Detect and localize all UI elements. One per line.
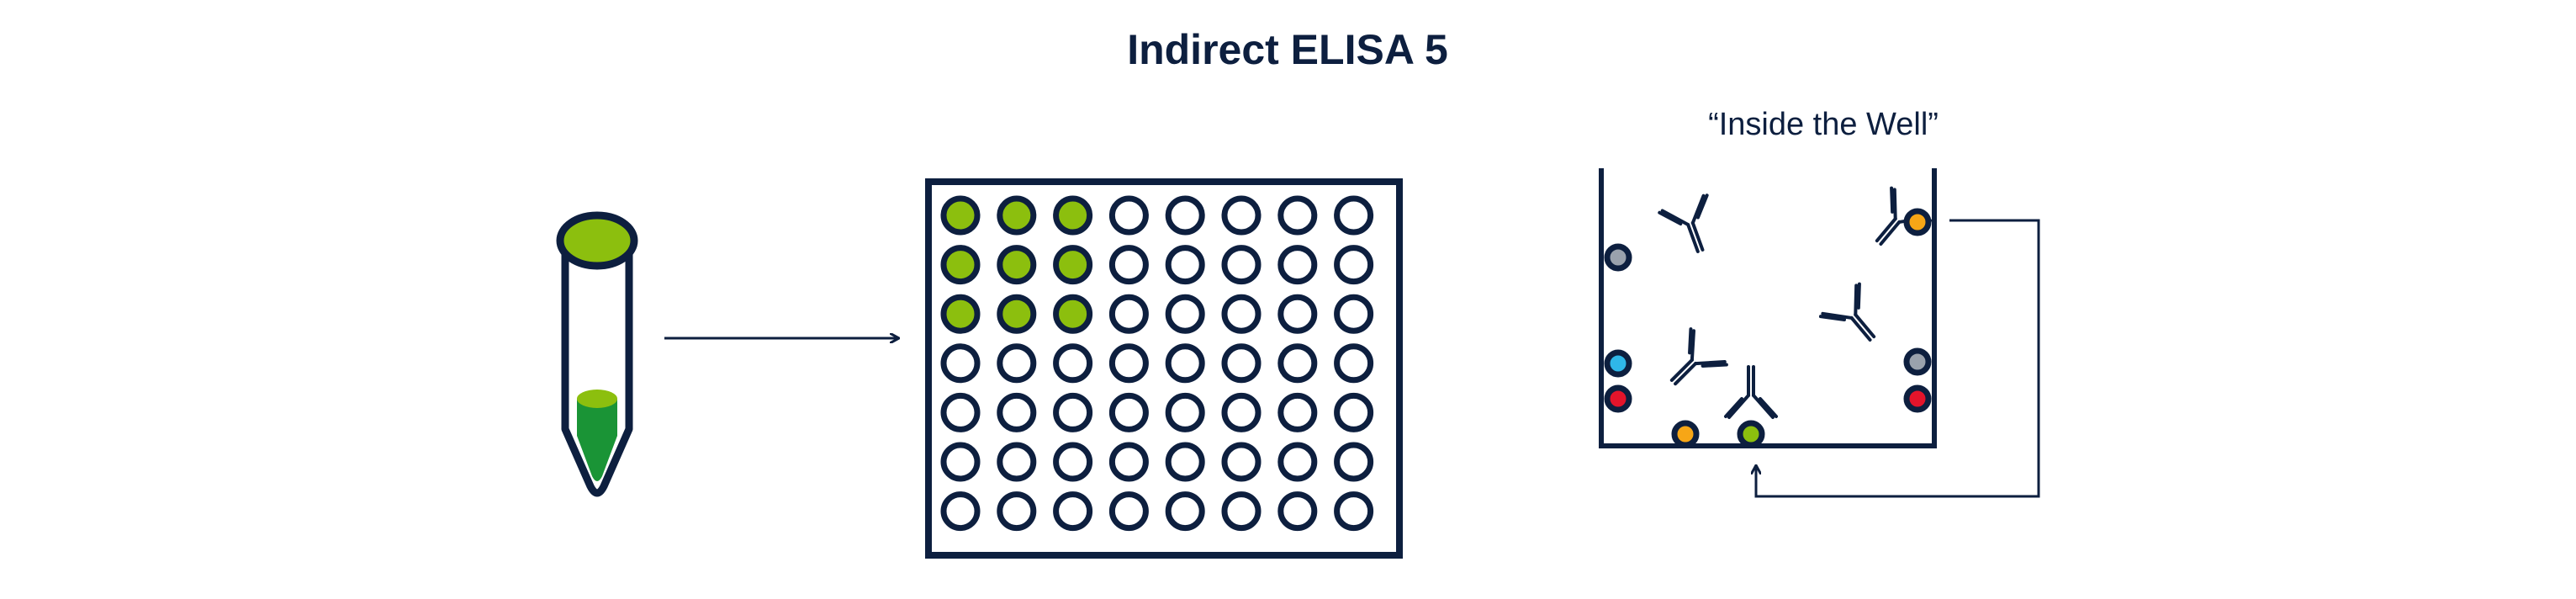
- well-empty: [1053, 392, 1093, 432]
- well-empty: [1108, 491, 1149, 532]
- tube-cap: [556, 211, 638, 270]
- well-empty: [1221, 491, 1262, 532]
- antigen-green-particle: [1737, 420, 1765, 448]
- well-empty: [1221, 294, 1262, 334]
- well-empty: [1165, 392, 1205, 432]
- well-empty: [1108, 195, 1149, 236]
- well-filled: [1053, 294, 1093, 334]
- well-empty: [1165, 195, 1205, 236]
- well-plate: [925, 178, 1403, 559]
- well-empty: [1277, 442, 1318, 482]
- plate-wells: [940, 195, 1374, 532]
- antigen-orange-particle: [1671, 420, 1700, 448]
- well-empty: [1221, 392, 1262, 432]
- well-empty: [1334, 294, 1374, 334]
- well-empty: [1277, 294, 1318, 334]
- page-title: Indirect ELISA 5: [1127, 26, 1448, 73]
- well-filled: [1053, 245, 1093, 285]
- well-empty: [1053, 491, 1093, 532]
- wash-cycle-path: [1756, 219, 2040, 498]
- antibodies: [1658, 186, 1933, 419]
- well-empty: [997, 343, 1037, 384]
- well-empty: [1277, 195, 1318, 236]
- well-filled: [997, 294, 1037, 334]
- well-empty: [940, 392, 981, 432]
- well-empty: [1165, 245, 1205, 285]
- well-empty: [997, 392, 1037, 432]
- well-empty: [1108, 442, 1149, 482]
- well-empty: [1165, 442, 1205, 482]
- antibody-icon: [1658, 193, 1709, 253]
- well-empty: [1334, 491, 1374, 532]
- well-filled: [940, 245, 981, 285]
- antigen-gray-particle: [1903, 347, 1932, 376]
- sample-tube: [556, 211, 638, 497]
- well-filled: [1053, 195, 1093, 236]
- well-empty: [1334, 245, 1374, 285]
- antigen-red-particle: [1903, 384, 1932, 413]
- antigen-orange-particle: [1903, 208, 1932, 236]
- well-empty: [1221, 442, 1262, 482]
- well-empty: [1165, 294, 1205, 334]
- well-empty: [1108, 294, 1149, 334]
- well-empty: [1277, 491, 1318, 532]
- well-empty: [1277, 392, 1318, 432]
- well-empty: [1334, 195, 1374, 236]
- well-empty: [940, 343, 981, 384]
- well-empty: [1277, 343, 1318, 384]
- well-empty: [1334, 392, 1374, 432]
- antigen-particles: [1604, 208, 1932, 448]
- well-walls: [1599, 168, 1937, 448]
- well-cross-section: [1599, 168, 1937, 448]
- antibody-icon: [1669, 327, 1728, 386]
- antigen-gray-particle: [1604, 243, 1632, 272]
- antigen-blue-particle: [1604, 349, 1632, 378]
- well-empty: [1165, 491, 1205, 532]
- well-empty: [940, 442, 981, 482]
- well-empty: [997, 491, 1037, 532]
- well-empty: [997, 442, 1037, 482]
- well-empty: [1108, 343, 1149, 384]
- well-empty: [1334, 343, 1374, 384]
- well-empty: [1334, 442, 1374, 482]
- antigen-red-particle: [1604, 384, 1632, 413]
- well-filled: [940, 195, 981, 236]
- tube-liquid: [577, 399, 617, 481]
- well-filled: [997, 245, 1037, 285]
- tube-liquid-surface: [577, 390, 617, 408]
- well-empty: [1053, 442, 1093, 482]
- well-empty: [1053, 343, 1093, 384]
- antibody-icon: [1724, 365, 1778, 419]
- antibody-icon: [1818, 282, 1876, 342]
- well-empty: [1221, 343, 1262, 384]
- well-empty: [1221, 245, 1262, 285]
- well-filled: [940, 294, 981, 334]
- well-filled: [997, 195, 1037, 236]
- well-empty: [1221, 195, 1262, 236]
- well-empty: [940, 491, 981, 532]
- well-empty: [1108, 245, 1149, 285]
- well-empty: [1277, 245, 1318, 285]
- wash-cycle-arrow: [1756, 219, 2040, 498]
- well-empty: [1165, 343, 1205, 384]
- well-view-label: “Inside the Well”: [1708, 107, 1939, 142]
- well-empty: [1108, 392, 1149, 432]
